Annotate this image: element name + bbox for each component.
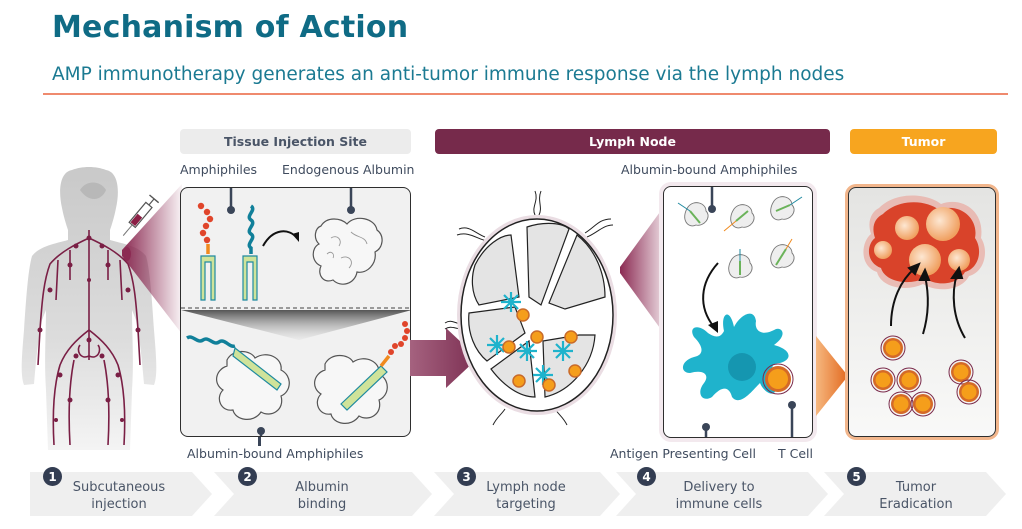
- apc-t-cell-illustration: [677, 187, 803, 437]
- chevron-step-1: [30, 472, 212, 516]
- zoom-funnel-injection: [122, 184, 182, 334]
- t-cells-attacking: [870, 335, 982, 417]
- antigen-presenting-cells: [487, 292, 573, 385]
- lymph-vessels-afferent: [444, 190, 614, 426]
- section-header-tissue-injection-site: Tissue Injection Site: [180, 129, 411, 154]
- step-number-badge: 3: [457, 467, 476, 486]
- syringe-icon: [122, 194, 160, 236]
- t-cells: [502, 308, 582, 392]
- page-title: Mechanism of Action: [52, 10, 409, 45]
- amphiphile-strands: [677, 196, 803, 275]
- amphiphile-wave: [242, 204, 258, 301]
- zoom-funnel-lymph: [620, 205, 665, 335]
- label-t-cell: T Cell: [778, 446, 813, 461]
- label-albumin-bound-amphiphiles-lymph: Albumin-bound Amphiphiles: [621, 162, 798, 177]
- human-body-lymphatic-illustration: [21, 167, 157, 450]
- label-amphiphiles: Amphiphiles: [180, 162, 258, 177]
- albumin-bound-amphiphile-1: [186, 335, 290, 420]
- tumor-panel: [848, 187, 996, 437]
- label-antigen-presenting-cell: Antigen Presenting Cell: [610, 446, 756, 461]
- amphiphile-peptide: [197, 202, 216, 301]
- amphiphile-binding-illustration: [181, 188, 410, 436]
- attack-arrows: [890, 262, 966, 339]
- flow-arrow-to-tumor: [816, 336, 848, 416]
- section-header-tumor: Tumor: [850, 129, 997, 154]
- chevron-step-4: [616, 472, 828, 516]
- chevron-step-5: [824, 472, 1006, 516]
- albumin-protein: [312, 217, 383, 285]
- albumin-bound-amphiphile-2: [314, 321, 410, 424]
- lymph-node-illustration: [444, 190, 617, 426]
- chevron-step-2: [214, 472, 432, 516]
- process-steps-chevrons: [30, 472, 1006, 516]
- t-cell: [762, 363, 794, 395]
- lymph-vessels: [37, 230, 141, 446]
- step-number-badge: 1: [43, 467, 62, 486]
- step-number-badge: 2: [238, 467, 257, 486]
- immune-cell-delivery-panel: [663, 186, 813, 438]
- label-endogenous-albumin: Endogenous Albumin: [282, 162, 415, 177]
- apc-nucleus: [728, 353, 756, 381]
- tumor-eradication-illustration: [863, 195, 985, 417]
- chevron-step-3: [434, 472, 620, 516]
- step-number-badge: 5: [847, 467, 866, 486]
- label-albumin-bound-amphiphiles-tissue: Albumin-bound Amphiphiles: [187, 446, 364, 461]
- tissue-injection-panel: [180, 187, 411, 437]
- step-number-badge: 4: [637, 467, 656, 486]
- lymph-nodes: [37, 235, 141, 422]
- page-subtitle: AMP immunotherapy generates an anti-tumo…: [52, 64, 845, 85]
- section-header-lymph-node: Lymph Node: [435, 129, 830, 154]
- header-divider: [43, 93, 1008, 95]
- label-pointer: [258, 437, 261, 446]
